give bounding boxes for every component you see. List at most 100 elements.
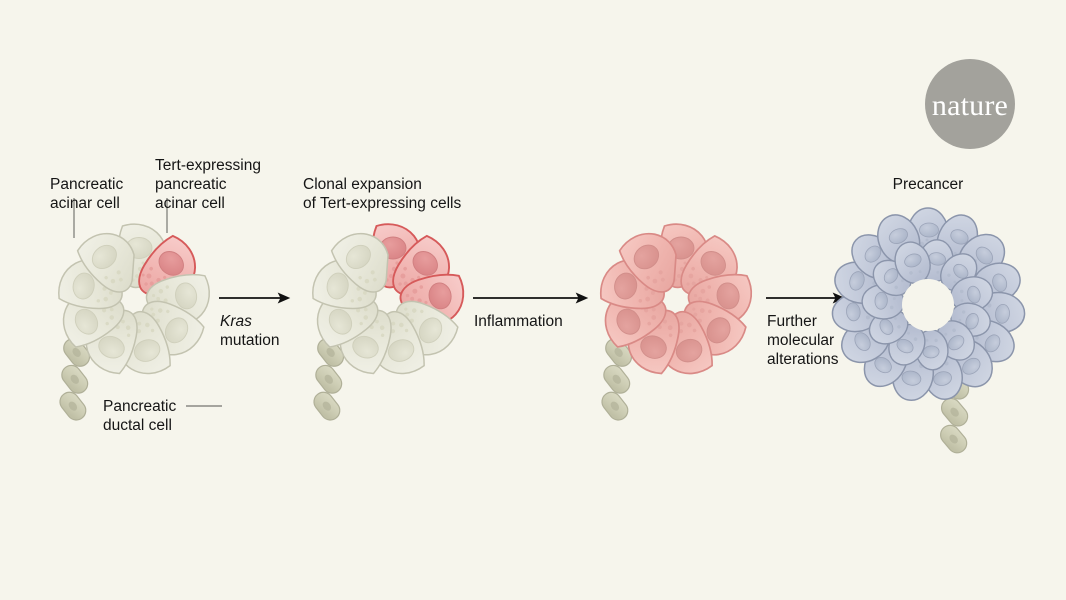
- cell-nucleus: [883, 268, 899, 284]
- duct-nucleus: [612, 374, 621, 384]
- cell-nucleus: [888, 228, 908, 244]
- arrow-kras: Kras mutation: [219, 292, 291, 349]
- cell-nucleus: [418, 317, 443, 344]
- inflamed-acinar-cell: [670, 291, 751, 367]
- label-clonal-expansion: Clonal expansion of Tert-expressing cell…: [303, 176, 461, 212]
- duct-nucleus: [950, 407, 959, 417]
- arrow-label-line: Kras: [220, 313, 252, 330]
- cell-nucleus: [164, 317, 189, 344]
- tert-expressing-cell: [396, 270, 470, 331]
- cell-nucleus: [874, 357, 892, 374]
- duct-nucleus: [326, 347, 335, 357]
- tert-expressing-cell: [371, 223, 421, 289]
- label-line: acinar cell: [50, 195, 120, 212]
- label-line: Tert-expressing: [155, 157, 261, 174]
- cell-nucleus: [962, 357, 981, 375]
- nature-logo-text: nature: [932, 89, 1008, 122]
- label-line: Pancreatic: [103, 398, 176, 415]
- cell-nucleus: [874, 291, 888, 310]
- label-tert-expressing-cell: Tert-expressing pancreatic acinar cell: [155, 157, 261, 212]
- cell-nucleus: [950, 229, 969, 245]
- label-line: Pancreatic: [50, 176, 123, 193]
- acinar-cell: [142, 270, 215, 330]
- cell-nucleus: [975, 246, 994, 265]
- cell-nucleus: [326, 272, 349, 300]
- label-precancer: Precancer: [893, 176, 964, 193]
- cell-nucleus: [854, 332, 871, 351]
- stage-normal-acinus: Pancreatic acinar cell Tert-expressing p…: [50, 157, 261, 434]
- cell-nucleus: [965, 313, 979, 330]
- cell-nucleus: [675, 338, 703, 363]
- arrow-label-line: alterations: [767, 351, 839, 368]
- label-line: Precancer: [893, 176, 964, 193]
- label-line: ductal cell: [103, 417, 172, 434]
- acinar-cell: [305, 277, 386, 353]
- cell-nucleus: [614, 272, 638, 300]
- label-line: acinar cell: [155, 195, 225, 212]
- arrow-inflammation: Inflammation: [473, 292, 589, 330]
- cell-nucleus: [922, 345, 940, 359]
- cell-nucleus: [428, 282, 452, 310]
- cell-nucleus: [387, 339, 415, 362]
- cell-nucleus: [896, 338, 914, 354]
- label-line: of Tert-expressing cells: [303, 195, 461, 212]
- tert-expressing-cell: [383, 230, 463, 312]
- tert-expressing-cell: [129, 230, 209, 312]
- stage-precancer: Precancer: [831, 176, 1026, 454]
- cell-nucleus: [933, 371, 952, 386]
- cell-nucleus: [904, 253, 922, 268]
- duct-nucleus: [324, 374, 333, 384]
- duct-nucleus: [322, 401, 332, 411]
- precancer-cell: [894, 241, 931, 284]
- precancer-cell-ring: [831, 207, 1026, 401]
- cell-nucleus: [98, 335, 125, 359]
- acinar-cell: [326, 220, 406, 302]
- cell-nucleus: [901, 370, 922, 386]
- inflamed-acinar-cell: [614, 220, 694, 302]
- cell-nucleus: [175, 282, 198, 310]
- duct-nucleus: [614, 347, 623, 357]
- stage-inflamed-acinus: [593, 220, 758, 421]
- arrow-further-molecular: Further molecular alterations: [766, 292, 846, 368]
- duct-nucleus: [949, 434, 958, 444]
- cell-nucleus: [328, 308, 353, 335]
- acinar-cell: [382, 291, 463, 367]
- cell-nucleus: [133, 339, 161, 362]
- cell-nucleus: [953, 263, 969, 279]
- cell-nucleus: [412, 251, 438, 276]
- cell-nucleus: [616, 308, 641, 335]
- cell-nucleus: [72, 272, 95, 300]
- cell-nucleus: [352, 335, 379, 359]
- cell-nucleus: [984, 334, 1001, 353]
- cell-nucleus: [345, 244, 371, 270]
- cell-nucleus: [633, 244, 660, 270]
- cell-nucleus: [849, 271, 865, 291]
- cell-nucleus: [700, 251, 726, 276]
- duct-nucleus: [610, 401, 620, 411]
- cell-nucleus: [864, 245, 882, 263]
- label-pancreatic-acinar-cell: Pancreatic acinar cell: [50, 176, 123, 212]
- cell-nucleus: [967, 285, 981, 304]
- arrow-label-line: Inflammation: [474, 313, 563, 330]
- acinar-cell: [107, 305, 176, 383]
- arrow-label-line: mutation: [220, 332, 279, 349]
- inflamed-acinar-cell: [593, 277, 674, 353]
- cell-nucleus: [74, 308, 99, 335]
- cell-nucleus: [992, 273, 1008, 292]
- cell-nucleus: [846, 302, 861, 322]
- acinar-cell: [361, 305, 430, 383]
- cell-nucleus: [706, 317, 731, 344]
- label-line: pancreatic: [155, 176, 227, 193]
- cell-nucleus: [640, 335, 667, 359]
- acinar-cell: [128, 291, 209, 367]
- inflamed-acinar-cell: [684, 270, 758, 331]
- nature-logo-circle: [925, 59, 1015, 149]
- inflamed-acinar-cell: [649, 305, 718, 384]
- inflamed-acinar-cell: [619, 300, 688, 378]
- cell-nucleus: [919, 222, 939, 238]
- cell-nucleus: [91, 244, 117, 270]
- precancer-lumen: [902, 279, 954, 331]
- inflamed-acinar-cell: [597, 254, 671, 315]
